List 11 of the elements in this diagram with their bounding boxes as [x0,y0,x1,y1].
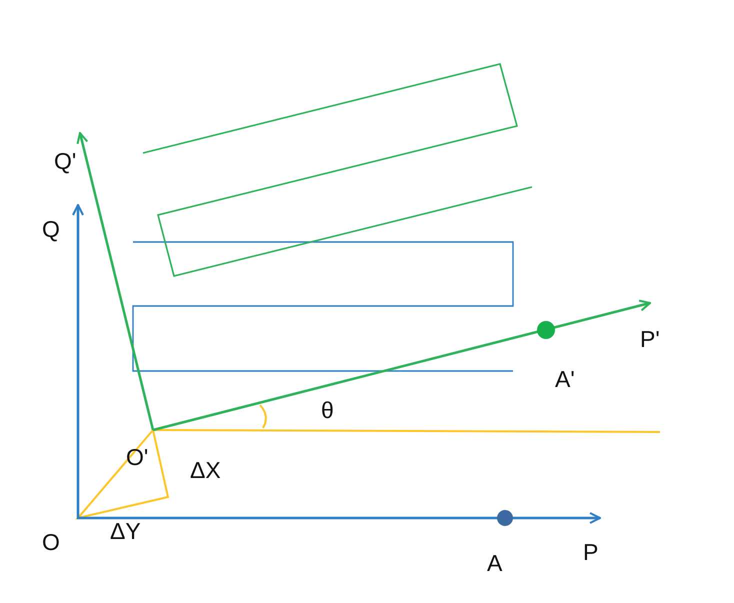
axis-label: Q' [54,150,76,173]
origin-label: O' [126,446,148,469]
axis-label: Q [42,218,60,241]
angle-label: θ [321,399,334,422]
offset-label: ΔY [110,520,141,543]
axis-label: P' [640,328,660,351]
point-label: A [487,552,502,575]
origin-label: O [42,531,60,554]
point-label: A' [555,368,575,391]
axis-label: P [583,541,598,564]
offset-label: ΔX [190,459,221,482]
